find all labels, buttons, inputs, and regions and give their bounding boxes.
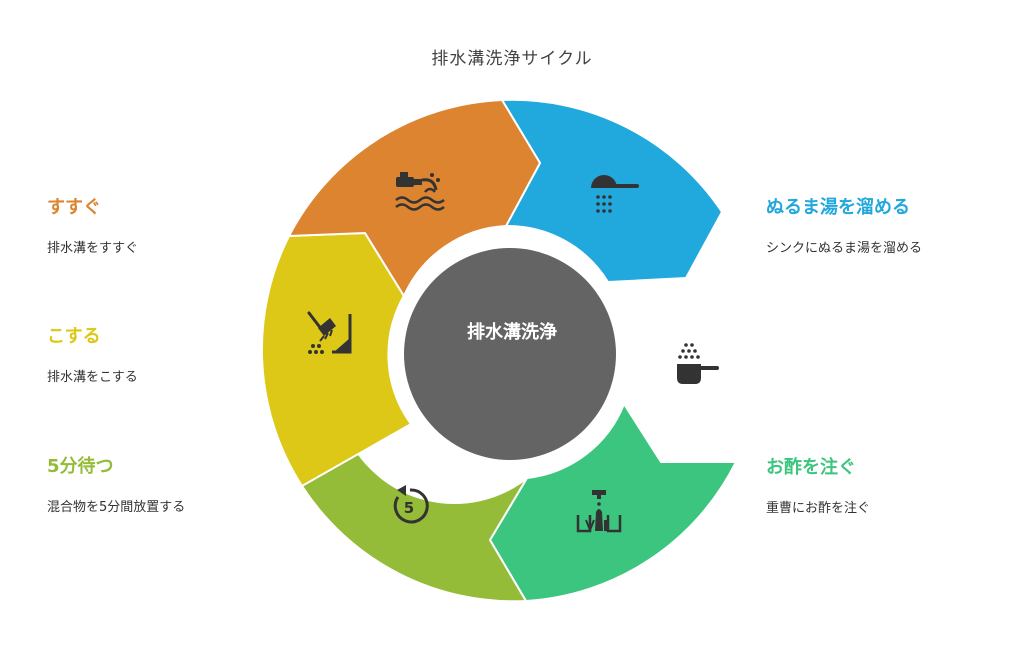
step-title: すすぐ bbox=[47, 197, 101, 218]
step-description: 重曹にお酢を注ぐ bbox=[766, 501, 871, 516]
center-label: 排水溝洗浄 bbox=[467, 321, 557, 343]
center-circle bbox=[404, 248, 616, 460]
step-label-rinse: すすぐ 排水溝をすすぐ bbox=[47, 193, 138, 256]
step-description: シンクにぬるま湯を溜める bbox=[766, 241, 923, 256]
timer-5-icon: 5 bbox=[393, 485, 429, 524]
faucet-water-icon bbox=[395, 172, 445, 211]
step-label-pour-vinegar: お酢を注ぐ 重曹にお酢を注ぐ bbox=[766, 453, 870, 516]
segment-pour-vinegar bbox=[489, 403, 737, 602]
step-title: こする bbox=[47, 326, 101, 347]
brush-scrub-icon bbox=[307, 311, 352, 354]
step-description: 排水溝をこする bbox=[47, 370, 138, 385]
diagram-title: 排水溝洗浄サイクル bbox=[431, 49, 593, 69]
step-description: 排水溝をすすぐ bbox=[47, 241, 139, 256]
segment-rinse bbox=[288, 99, 541, 297]
step-title: お酢を注ぐ bbox=[766, 457, 856, 478]
step-description: 混合物を5分間放置する bbox=[47, 500, 186, 515]
step-label-add-warm-water: ぬるま湯を溜める シンクにぬるま湯を溜める bbox=[766, 193, 922, 256]
step-title: ぬるま湯を溜める bbox=[766, 197, 910, 218]
svg-text:5: 5 bbox=[404, 499, 414, 517]
pour-bottles-icon bbox=[576, 490, 622, 533]
baking-soda-scoop-icon bbox=[677, 343, 719, 384]
segment-add-warm-water bbox=[501, 98, 723, 283]
step-title: 5分待つ bbox=[47, 456, 114, 477]
step-label-wait: 5分待つ 混合物を5分間放置する bbox=[47, 452, 185, 515]
ladle-water-icon bbox=[591, 175, 639, 213]
step-label-scrub: こする 排水溝をこする bbox=[47, 322, 138, 385]
